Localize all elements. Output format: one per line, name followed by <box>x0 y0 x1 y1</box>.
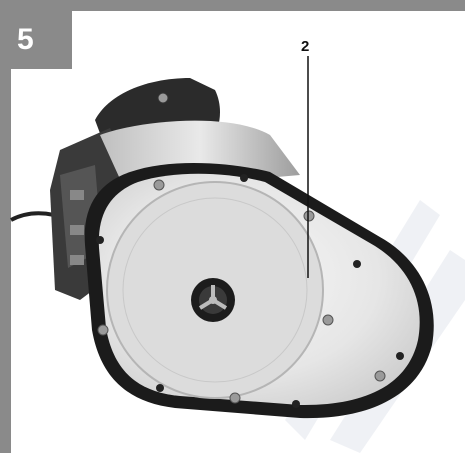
figure-frame-left <box>0 0 11 453</box>
base-plate <box>84 162 434 419</box>
figure-frame-top <box>0 0 465 11</box>
figure-number-badge: 5 <box>0 11 72 69</box>
callout-label-2: 2 <box>301 38 310 55</box>
